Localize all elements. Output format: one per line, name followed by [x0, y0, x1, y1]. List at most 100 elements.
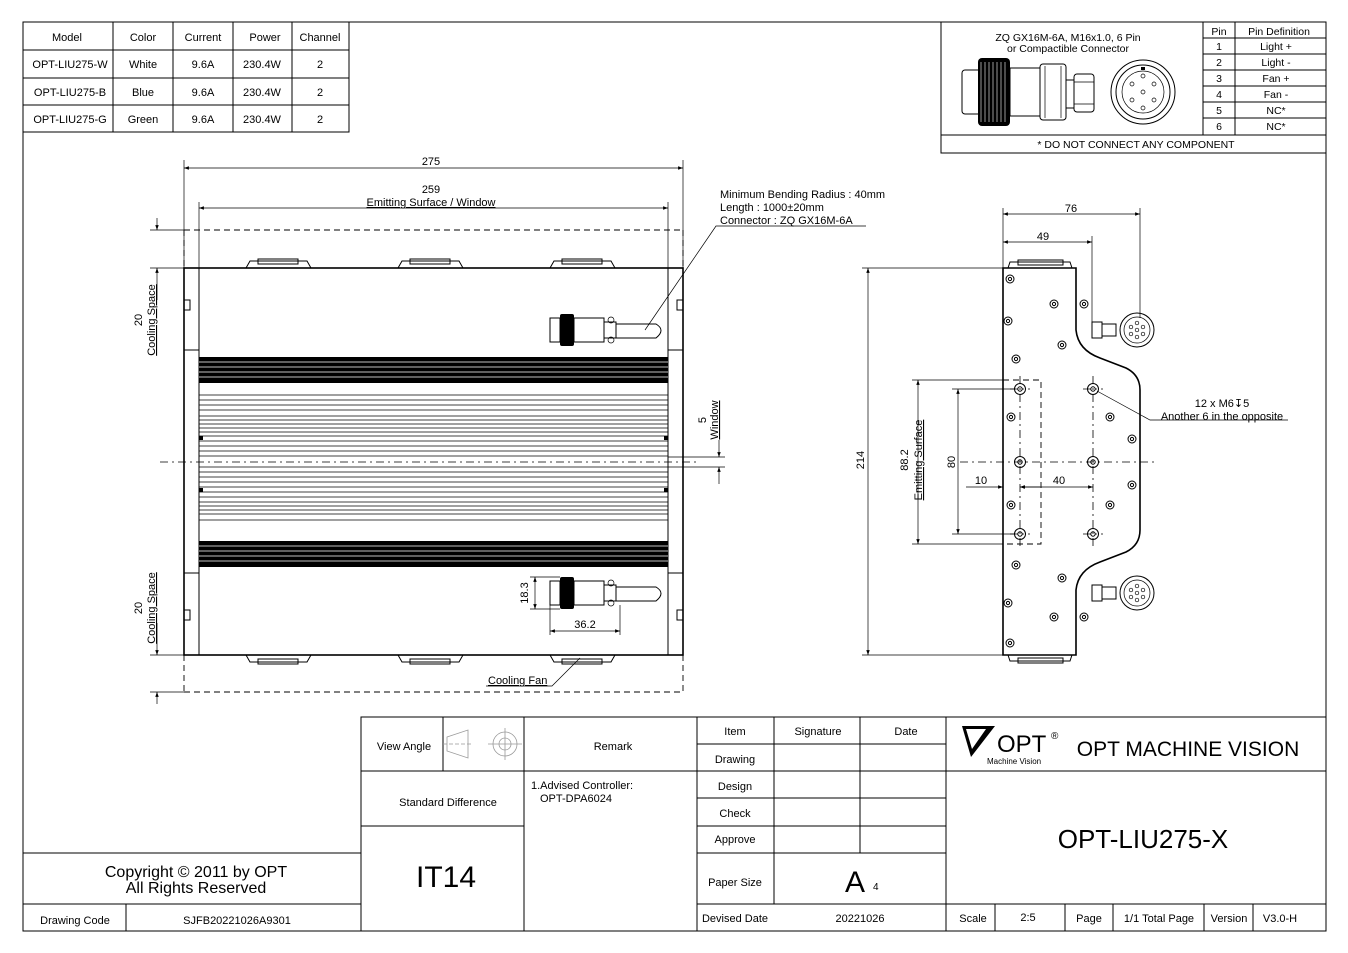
dim-40: 40	[1053, 475, 1065, 487]
remark-text-2: OPT-DPA6024	[540, 793, 612, 805]
cooling-bottom-label: Cooling Space	[146, 572, 158, 644]
pin-definition: Fan -	[1264, 89, 1289, 101]
dim-88-2: 88.2	[899, 449, 911, 470]
table-cell: 230.4W	[243, 59, 282, 71]
check-row-label: Check	[719, 808, 751, 820]
table-cell: 230.4W	[243, 114, 282, 126]
table-cell: OPT-LIU275-G	[33, 114, 106, 126]
pin-definition: Light -	[1261, 57, 1291, 69]
front-view: 5 Window	[133, 156, 885, 704]
scale-value: 2:5	[1020, 912, 1035, 924]
pin-number: 3	[1216, 73, 1222, 85]
copyright-line-2: All Rights Reserved	[126, 880, 267, 897]
pin-definition: Light +	[1260, 41, 1292, 53]
part-number: OPT-LIU275-X	[1058, 824, 1229, 854]
signature-header: Signature	[794, 726, 841, 738]
hole-note-count: 12 x M6↧5	[1195, 398, 1249, 410]
dim-10: 10	[975, 475, 987, 487]
logo-registered: ®	[1051, 731, 1059, 742]
window-value: 5	[697, 417, 709, 423]
window-label: Window	[709, 400, 721, 439]
copyright-line-1: Copyright © 2011 by OPT	[105, 864, 287, 881]
pin-number: 2	[1216, 57, 1222, 69]
logo-text: OPT	[997, 731, 1047, 758]
paper-size-value: A	[845, 866, 865, 899]
connector-title: ZQ GX16M-6A, M16x1.0, 6 Pin	[995, 32, 1140, 44]
item-header: Item	[724, 726, 745, 738]
table-cell: 2	[317, 114, 323, 126]
connector-illustration	[961, 58, 1176, 126]
model-header: Model	[52, 32, 82, 44]
dim-76: 76	[1065, 203, 1077, 215]
paper-size-subscript: 4	[873, 882, 879, 893]
color-header: Color	[130, 32, 157, 44]
dim-49: 49	[1037, 231, 1049, 243]
table-cell: Blue	[132, 87, 154, 99]
page-value: 1/1 Total Page	[1124, 913, 1194, 925]
dim-214: 214	[855, 451, 867, 469]
channel-header: Channel	[300, 32, 341, 44]
pin-definition-header: Pin Definition	[1248, 26, 1310, 38]
dim-275: 275	[422, 156, 440, 168]
devised-date-value: 20221026	[836, 913, 885, 925]
cooling-top-value: 20	[133, 314, 145, 326]
pin-definition: NC*	[1266, 105, 1285, 117]
table-cell: Green	[128, 114, 159, 126]
version-label: Version	[1211, 913, 1248, 925]
paper-size-label: Paper Size	[708, 877, 762, 889]
side-view: 76 49 214 88.2 Emitting Surface 80 10 40…	[855, 203, 1288, 664]
power-header: Power	[249, 32, 281, 44]
cooling-top-label: Cooling Space	[146, 284, 158, 356]
pin-number: 5	[1216, 105, 1222, 117]
table-cell: 9.6A	[192, 59, 215, 71]
connector-footnote: * DO NOT CONNECT ANY COMPONENT	[1037, 139, 1235, 151]
table-cell: OPT-LIU275-B	[34, 87, 106, 99]
cable-note-connector: Connector : ZQ GX16M-6A	[720, 215, 853, 227]
table-cell: 9.6A	[192, 114, 215, 126]
pin-header: Pin	[1211, 26, 1226, 38]
pin-number: 6	[1216, 121, 1222, 133]
approve-row-label: Approve	[715, 834, 756, 846]
dim-18-3: 18.3	[519, 582, 531, 603]
view-angle-label: View Angle	[377, 741, 431, 753]
dim-36-2: 36.2	[574, 619, 595, 631]
tolerance-value: IT14	[416, 861, 476, 894]
remark-text-1: 1.Advised Controller:	[531, 780, 633, 792]
emitting-window-label: Emitting Surface / Window	[367, 197, 496, 209]
scale-label: Scale	[959, 913, 987, 925]
cooling-fan-label: Cooling Fan	[488, 675, 547, 687]
current-header: Current	[185, 32, 222, 44]
pin-number: 1	[1216, 41, 1222, 53]
table-cell: White	[129, 59, 157, 71]
company-name: OPT MACHINE VISION	[1077, 738, 1299, 761]
model-table: Model Color Current Power Channel OPT-LI…	[22, 21, 350, 133]
standard-difference-label: Standard Difference	[399, 797, 497, 809]
table-cell: 2	[317, 59, 323, 71]
projection-symbol-icon	[443, 728, 522, 760]
cable-connector-top	[549, 314, 662, 346]
cooling-bottom-value: 20	[133, 602, 145, 614]
dim-80: 80	[946, 456, 958, 468]
cable-note-length: Length : 1000±20mm	[720, 202, 824, 214]
remark-label: Remark	[594, 741, 633, 753]
opt-logo: OPT ® Machine Vision	[962, 726, 1059, 766]
emitting-surface-label: Emitting Surface	[913, 420, 925, 501]
table-cell: 9.6A	[192, 87, 215, 99]
hole-note-opposite: Another 6 in the opposite	[1161, 411, 1283, 423]
table-cell: 2	[317, 87, 323, 99]
table-cell: 230.4W	[243, 87, 282, 99]
drawing-code-value: SJFB20221026A9301	[183, 915, 291, 927]
drawing-row-label: Drawing	[715, 754, 755, 766]
design-row-label: Design	[718, 781, 752, 793]
dim-259: 259	[422, 184, 440, 196]
pin-definition: NC*	[1266, 121, 1285, 133]
logo-subtext: Machine Vision	[987, 757, 1041, 766]
connector-subtitle: or Compactible Connector	[1007, 43, 1129, 55]
connector-box: ZQ GX16M-6A, M16x1.0, 6 Pin or Compactib…	[940, 21, 1327, 154]
sheet-border	[22, 21, 1327, 932]
pin-definition: Fan +	[1262, 73, 1289, 85]
title-block: View Angle Remark Standard Difference 1.…	[22, 716, 1327, 932]
cable-note-bending: Minimum Bending Radius : 40mm	[720, 189, 885, 201]
drawing-code-label: Drawing Code	[40, 915, 110, 927]
